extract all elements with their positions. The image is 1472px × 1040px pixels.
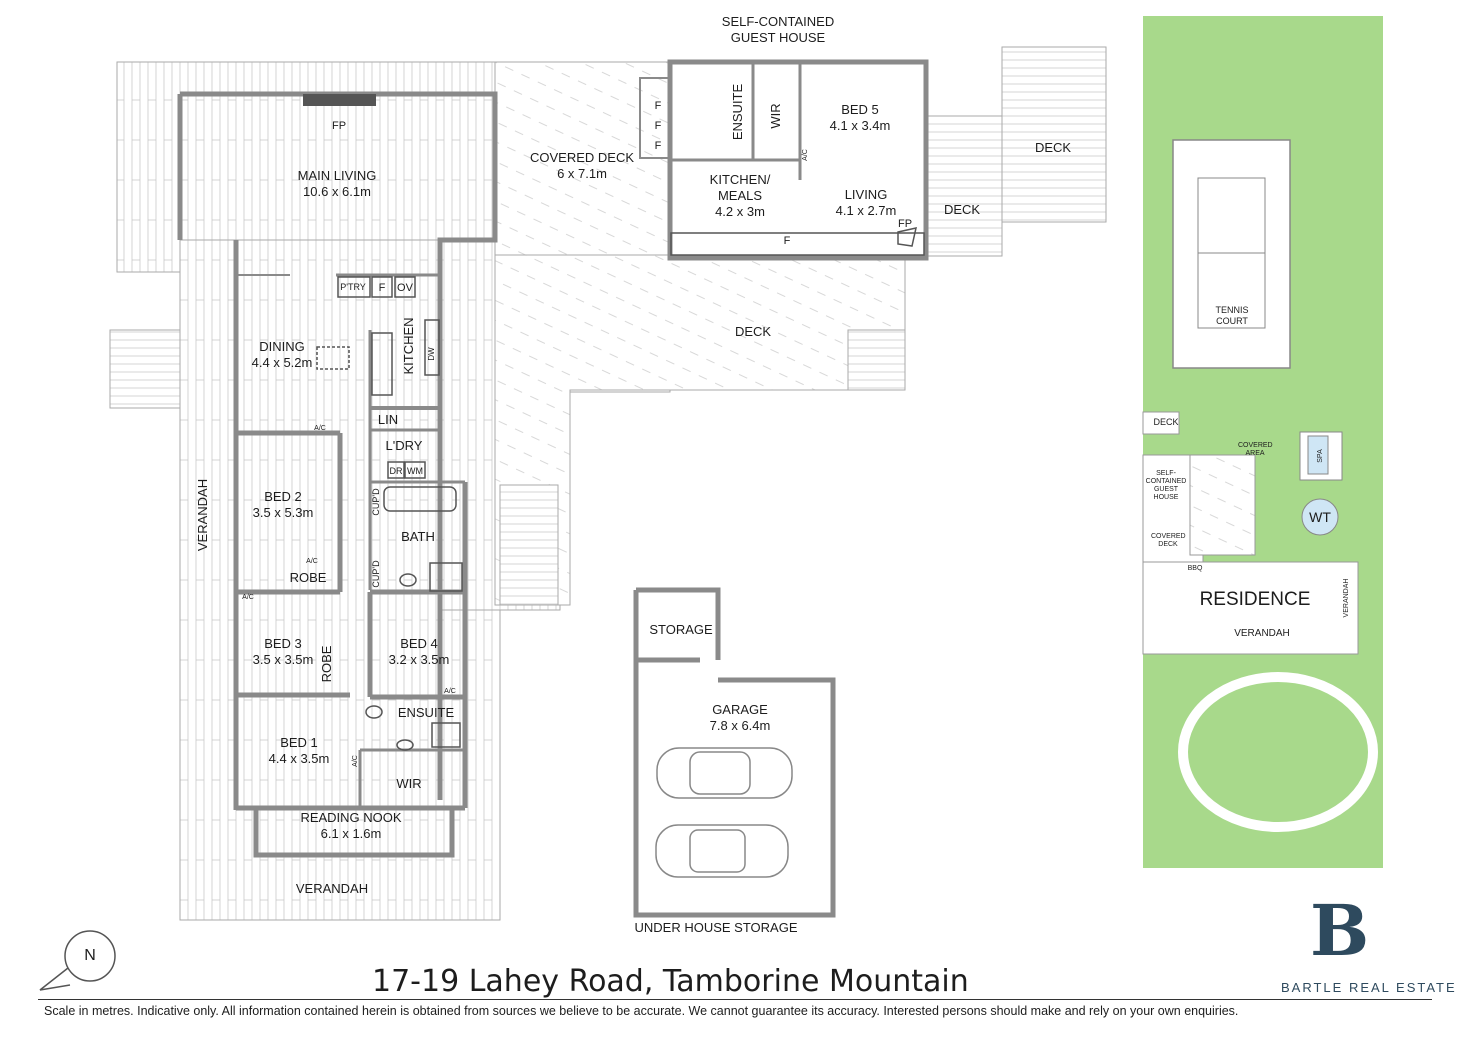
living-size: 4.1 x 2.7m xyxy=(835,203,897,218)
bed5-size: 4.1 x 3.4m xyxy=(829,118,891,133)
kitchen-label: KITCHEN xyxy=(401,317,416,375)
guest-ensuite-label: ENSUITE xyxy=(730,83,745,141)
bed3-robe-label: ROBE xyxy=(319,645,334,683)
oven-label: OV xyxy=(397,282,413,294)
bath-label: BATH xyxy=(401,529,435,544)
cupboard-1-label: CUP'D xyxy=(371,488,381,516)
fp-guest-label: FP xyxy=(897,218,913,230)
robe-ac-label: A/C xyxy=(306,558,318,565)
dining-label: DINING xyxy=(259,339,305,354)
storage-label: STORAGE xyxy=(649,622,713,637)
guest-kitchen-bench xyxy=(670,232,925,256)
garage-walls xyxy=(633,587,836,918)
disclaimer-text: Scale in metres. Indicative only. All in… xyxy=(44,1004,1239,1018)
under-house-storage-label: UNDER HOUSE STORAGE xyxy=(634,920,798,935)
site-covered-area-label: COVERED AREA xyxy=(1238,442,1273,457)
compass-icon xyxy=(39,930,116,991)
guest-ac-label: A/C xyxy=(802,149,809,161)
footer-divider xyxy=(38,999,1432,1000)
bed3-size: 3.5 x 3.5m xyxy=(252,652,314,667)
guest-fridge-label: F xyxy=(783,235,791,247)
site-verandah-right-label: VERANDAH xyxy=(1343,578,1350,618)
laundry-label: L'DRY xyxy=(385,438,423,453)
deck-top-label: DECK xyxy=(1034,140,1072,155)
bed2-size: 3.5 x 5.3m xyxy=(252,505,314,520)
main-wir-label: WIR xyxy=(396,776,422,791)
kitchen-cabinetry xyxy=(316,276,440,396)
linen-label: LIN xyxy=(377,412,399,427)
site-verandah-label: VERANDAH xyxy=(1234,628,1290,639)
main-ensuite-label: ENSUITE xyxy=(397,705,455,720)
living-label: LIVING xyxy=(844,187,888,202)
bed5-label: BED 5 xyxy=(841,102,879,117)
fridge-1-label: F xyxy=(654,100,662,112)
site-water-tank-label: WT xyxy=(1309,509,1331,525)
main-living-size: 10.6 x 6.1m xyxy=(303,184,371,199)
guest-house-label: SELF-CONTAINED GUEST HOUSE xyxy=(721,14,835,45)
main-living-label: MAIN LIVING xyxy=(297,168,377,183)
guest-house-walls xyxy=(639,59,929,261)
fireplace-guest xyxy=(897,227,917,247)
fridge-2-label: F xyxy=(654,120,662,132)
deck-main-label: DECK xyxy=(734,324,772,339)
property-title: 17-19 Lahey Road, Tamborine Mountain xyxy=(372,964,969,999)
bed2-ac-label: A/C xyxy=(314,425,326,432)
reading-nook-size: 6.1 x 1.6m xyxy=(320,826,382,841)
fridge-3-label: F xyxy=(654,140,662,152)
bed1-label: BED 1 xyxy=(280,735,318,750)
site-plan xyxy=(1142,16,1383,868)
kitchen-meals-label: KITCHEN/ MEALS xyxy=(709,172,771,203)
bed1-size: 4.4 x 3.5m xyxy=(268,751,330,766)
bed2-label: BED 2 xyxy=(264,489,302,504)
covered-deck-size: 6 x 7.1m xyxy=(557,166,607,181)
verandah-side-label: VERANDAH xyxy=(195,478,210,552)
deck-side-label: DECK xyxy=(943,202,981,217)
bed3-label: BED 3 xyxy=(264,636,302,651)
pantry-label: P'TRY xyxy=(340,282,366,292)
reading-nook-label: READING NOOK xyxy=(300,810,402,825)
dining-size: 4.4 x 5.2m xyxy=(251,355,313,370)
bed4-size: 3.2 x 3.5m xyxy=(388,652,450,667)
bed1-ac-label: A/C xyxy=(352,755,359,767)
garage-label: GARAGE xyxy=(712,702,768,717)
site-tennis-label: TENNIS COURT xyxy=(1215,305,1249,326)
bed4-label: BED 4 xyxy=(400,636,438,651)
cupboard-2-label: CUP'D xyxy=(371,560,381,588)
car-icons xyxy=(655,747,793,878)
main-house-walls xyxy=(177,91,498,858)
kitchen-meals-size: 4.2 x 3m xyxy=(715,204,765,219)
verandah-areas xyxy=(109,46,1107,921)
pantry-fridge-label: F xyxy=(378,282,386,294)
garage-size: 7.8 x 6.4m xyxy=(709,718,771,733)
site-deck-label: DECK xyxy=(1153,417,1179,427)
fp-main-label: FP xyxy=(331,120,347,132)
brand-name: BARTLE REAL ESTATE xyxy=(1281,980,1457,995)
washing-machine-label: WM xyxy=(407,466,423,476)
compass-north-label: N xyxy=(84,947,96,964)
site-residence-label: RESIDENCE xyxy=(1199,589,1311,610)
guest-wir-label: WIR xyxy=(768,103,783,129)
bed2-robe-label: ROBE xyxy=(289,570,327,585)
bed4-ac-label: A/C xyxy=(444,688,456,695)
site-covered-deck-label: COVERED DECK xyxy=(1151,533,1186,548)
verandah-bottom-label: VERANDAH xyxy=(295,881,369,896)
site-guest-house-label: SELF-CONTAINED GUEST HOUSE xyxy=(1145,470,1187,501)
bed3-ac-label: A/C xyxy=(242,594,254,601)
brand-logo-icon: B xyxy=(1310,889,1370,972)
site-bbq-label: BBQ xyxy=(1187,565,1203,572)
covered-deck-label: COVERED DECK xyxy=(529,150,635,165)
dishwasher-label: DW xyxy=(427,347,436,361)
wet-area-fixtures xyxy=(365,461,463,751)
site-spa-label: SPA xyxy=(1317,449,1324,463)
fireplace-main xyxy=(303,94,376,106)
dryer-label: DR xyxy=(389,466,403,476)
